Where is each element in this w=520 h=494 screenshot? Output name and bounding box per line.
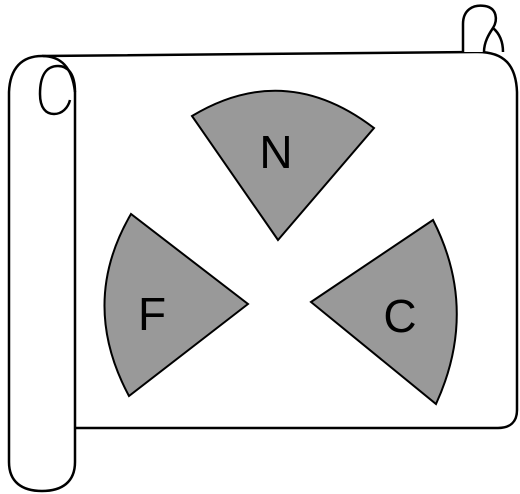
sector-east bbox=[309, 218, 458, 406]
scroll-left-roll bbox=[7, 54, 77, 493]
sector-west bbox=[103, 212, 250, 398]
sector-east-label: C bbox=[383, 290, 416, 342]
sector-north-label: N bbox=[259, 126, 292, 178]
sector-west-label: F bbox=[138, 288, 166, 340]
scroll-top-curl-inner bbox=[492, 27, 505, 53]
scroll-top-curl bbox=[461, 4, 498, 53]
sector-north bbox=[190, 89, 376, 242]
scroll-left-roll-edge bbox=[41, 54, 77, 93]
